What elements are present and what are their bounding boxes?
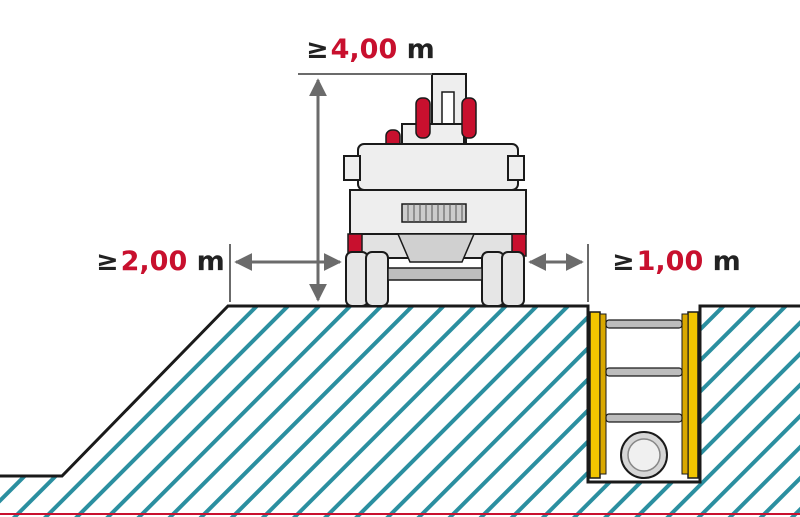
strut (605, 319, 683, 423)
ground-outline (0, 304, 800, 484)
slope-unit: m (196, 246, 225, 277)
height-clearance-label: ≥4,00 m (306, 36, 435, 63)
ground (0, 304, 800, 517)
dimension-lines (229, 73, 589, 302)
truck-crane-rear-view-icon (343, 73, 527, 307)
trench-distance-label: ≥1,00 m (612, 248, 741, 275)
height-value: 4,00 (330, 34, 398, 65)
ge-symbol: ≥ (96, 246, 119, 277)
trench-unit: m (712, 246, 741, 277)
ge-symbol: ≥ (612, 246, 635, 277)
height-unit: m (406, 34, 435, 65)
slope-value: 2,00 (120, 246, 188, 277)
slope-distance-label: ≥2,00 m (96, 248, 225, 275)
trench-shoring-icon (589, 311, 699, 479)
pipe-icon (620, 431, 668, 479)
trench-value: 1,00 (636, 246, 704, 277)
soil-hatch (0, 306, 800, 517)
ge-symbol: ≥ (306, 34, 329, 65)
